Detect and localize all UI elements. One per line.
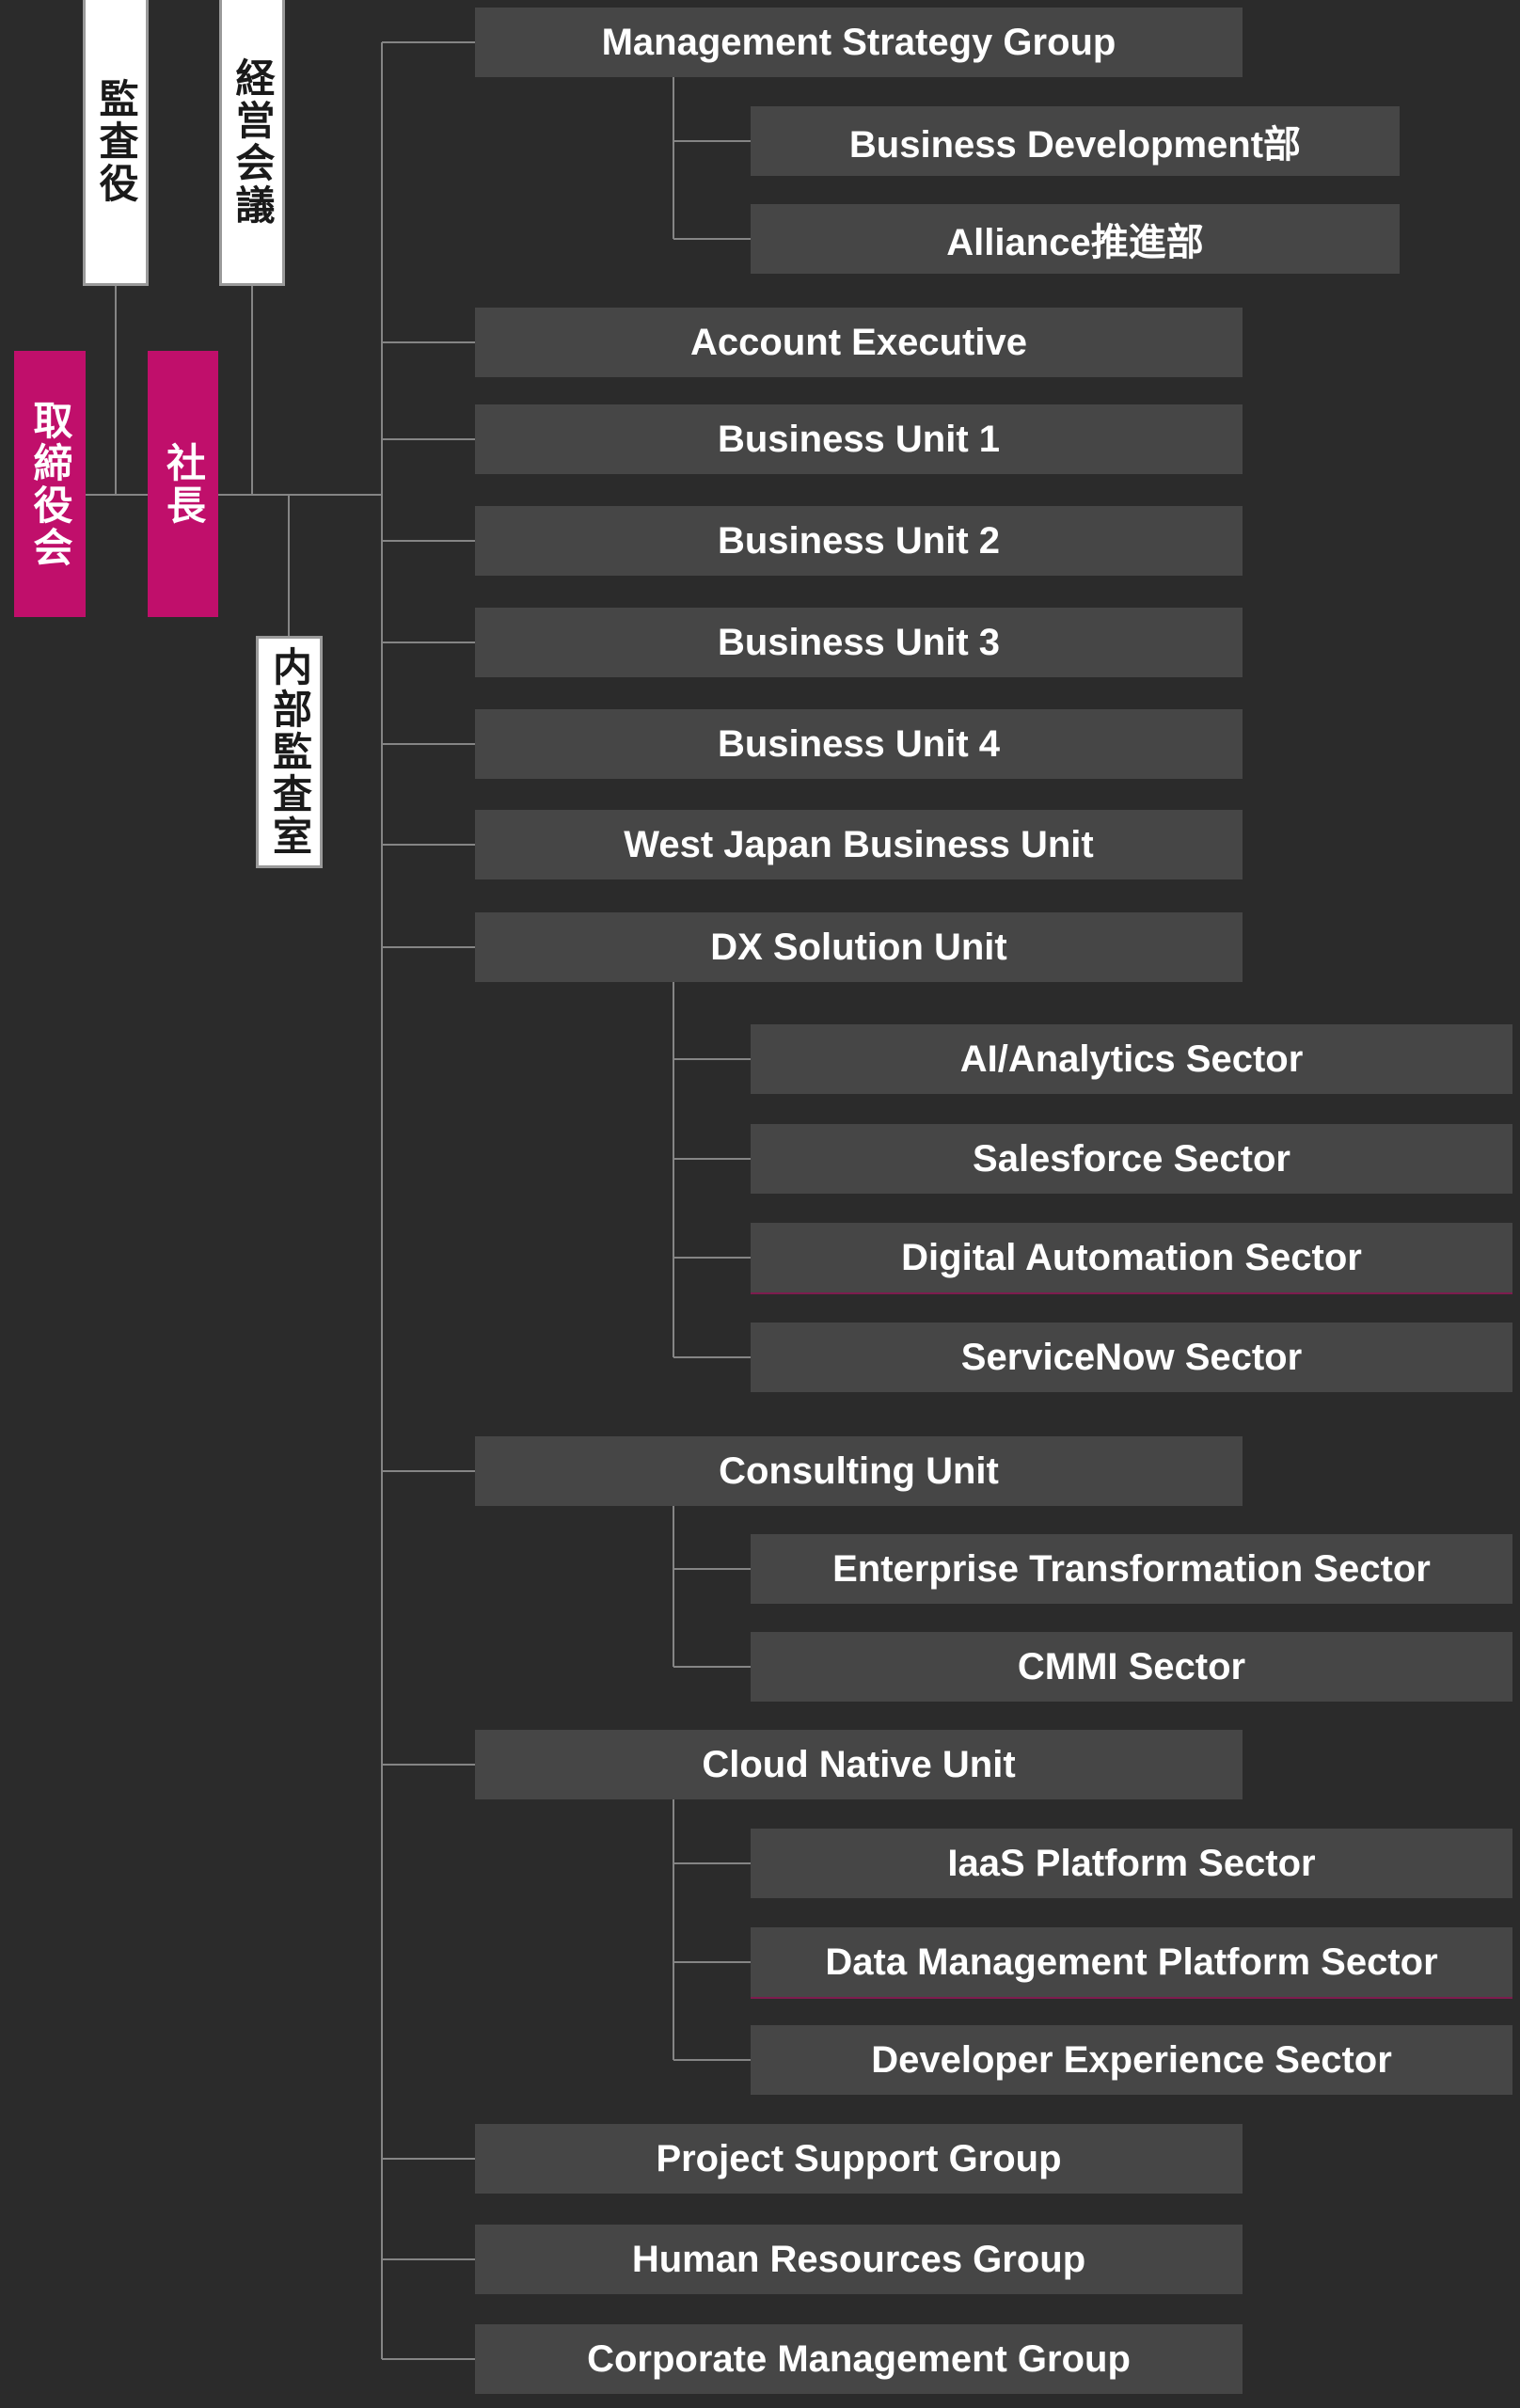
node-internal-audit-office: 内部監査室: [256, 636, 323, 868]
node-dx-solution-unit: DX Solution Unit: [475, 912, 1243, 982]
node-business-unit-3: Business Unit 3: [475, 608, 1243, 677]
node-management-meeting: 経営会議: [219, 0, 285, 286]
node-president: 社長: [148, 351, 218, 617]
node-business-unit-1: Business Unit 1: [475, 404, 1243, 474]
node-digital-automation-sector: Digital Automation Sector: [751, 1223, 1512, 1292]
node-business-unit-2: Business Unit 2: [475, 506, 1243, 576]
node-cmmi-sector: CMMI Sector: [751, 1632, 1512, 1702]
node-west-japan-business-unit: West Japan Business Unit: [475, 810, 1243, 879]
node-corporate-management-group: Corporate Management Group: [475, 2324, 1243, 2394]
node-developer-experience-sector: Developer Experience Sector: [751, 2025, 1512, 2095]
node-salesforce-sector: Salesforce Sector: [751, 1124, 1512, 1194]
node-business-unit-4: Business Unit 4: [475, 709, 1243, 779]
node-alliance-promotion-dept: Alliance推進部: [751, 204, 1400, 274]
node-management-strategy-group: Management Strategy Group: [475, 8, 1243, 77]
node-iaas-platform-sector: IaaS Platform Sector: [751, 1829, 1512, 1898]
node-internal-audit-office-label: 内部監査室: [267, 646, 312, 858]
node-cloud-native-unit: Cloud Native Unit: [475, 1730, 1243, 1799]
node-account-executive: Account Executive: [475, 308, 1243, 377]
node-data-management-platform-sector: Data Management Platform Sector: [751, 1927, 1512, 1997]
node-audit-officer-label: 監査役: [94, 78, 138, 205]
node-president-label: 社長: [161, 441, 206, 527]
node-audit-officer: 監査役: [83, 0, 149, 286]
node-management-meeting-label: 経営会議: [230, 56, 275, 227]
node-human-resources-group: Human Resources Group: [475, 2225, 1243, 2294]
node-enterprise-transformation-sector: Enterprise Transformation Sector: [751, 1534, 1512, 1604]
node-business-development-dept: Business Development部: [751, 106, 1400, 176]
node-ai-analytics-sector: AI/Analytics Sector: [751, 1024, 1512, 1094]
node-servicenow-sector: ServiceNow Sector: [751, 1323, 1512, 1392]
node-consulting-unit: Consulting Unit: [475, 1436, 1243, 1506]
node-project-support-group: Project Support Group: [475, 2124, 1243, 2194]
node-board-of-directors: 取締役会: [14, 351, 86, 617]
node-board-of-directors-label: 取締役会: [28, 399, 72, 569]
